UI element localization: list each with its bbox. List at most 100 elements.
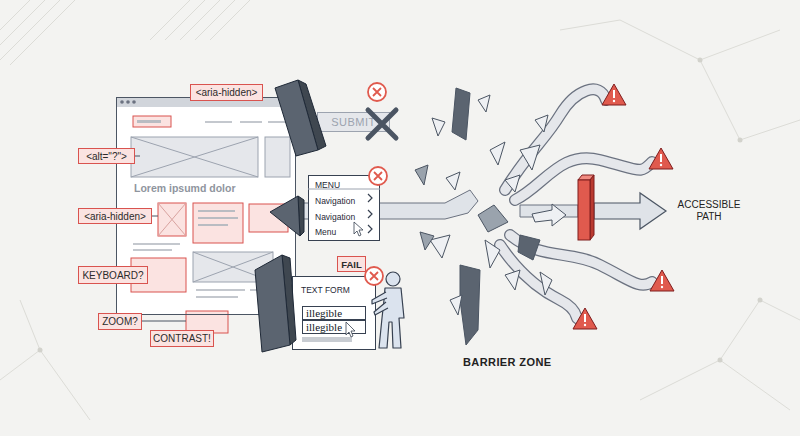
network-dot	[718, 358, 723, 363]
tag-text: <aria-hidden>	[191, 85, 262, 100]
field-text: illegible	[303, 307, 342, 319]
issue-tag: CONTRAST!	[150, 330, 214, 347]
code-tag: <aria-hidden>	[190, 84, 263, 101]
placeholder-cross	[131, 137, 258, 177]
issue-tag: KEYBOARD?	[78, 266, 148, 284]
code-tag: <aria-hidden>	[78, 208, 152, 224]
window-dot	[126, 100, 130, 104]
tag-text: KEYBOARD?	[79, 267, 147, 283]
text-block	[193, 203, 243, 243]
broken-wall	[255, 255, 290, 352]
warning-icons	[573, 84, 674, 329]
image-placeholder	[158, 203, 186, 236]
diverted-path	[500, 245, 578, 318]
dark-shard	[518, 235, 540, 260]
mid-shard	[478, 205, 508, 232]
menu-text: Navigation	[315, 212, 355, 222]
menu-text: Menu	[315, 227, 336, 237]
heading-text: Lorem ipsumd dolor	[134, 182, 236, 194]
light-shard	[505, 270, 520, 290]
field-text: illegible	[303, 321, 342, 333]
network-dot	[38, 348, 43, 353]
network-dot	[758, 298, 763, 303]
image-placeholder	[131, 137, 258, 177]
warning-triangle	[573, 308, 597, 329]
blurred-text-bar	[137, 120, 161, 123]
blurred-lines	[133, 244, 180, 250]
issue-tag: ZOOM?	[98, 313, 142, 330]
small-arrow	[532, 204, 566, 226]
nav-lines	[205, 121, 286, 123]
highlight-box	[249, 204, 288, 232]
tag-text: FAIL	[338, 257, 365, 271]
tag-text: CONTRAST!	[151, 331, 213, 346]
red-barrier	[578, 180, 590, 240]
warning-mark	[584, 324, 586, 326]
tag-text: ZOOM?	[99, 314, 141, 329]
light-shard	[446, 172, 460, 190]
error-cross	[373, 88, 381, 96]
error-circle	[368, 83, 386, 101]
person-arm	[374, 302, 388, 315]
leader-line	[142, 321, 186, 322]
light-shard	[490, 142, 505, 165]
placeholder-cross	[158, 203, 186, 236]
shards	[415, 88, 552, 345]
broken-wall	[275, 80, 318, 156]
network-dots	[38, 58, 763, 363]
network-dot	[738, 138, 743, 143]
window-dot	[120, 100, 124, 104]
button-text: SUBMIT	[318, 113, 389, 131]
hatching	[0, 0, 800, 420]
warning-mark	[661, 286, 663, 288]
light-shard	[505, 175, 520, 192]
nav-line	[205, 121, 286, 123]
warning-mark	[613, 90, 615, 98]
warning-mark	[584, 314, 586, 322]
blurred-lines	[198, 211, 238, 225]
accessible-arrow	[594, 193, 666, 229]
tag-text: <aria-hidden>	[79, 209, 151, 223]
leader-line	[152, 216, 158, 217]
side-block	[265, 137, 290, 177]
form-field: illegible	[302, 306, 366, 320]
light-shard	[485, 240, 500, 268]
warning-mark	[613, 100, 615, 102]
person-figure	[372, 272, 404, 348]
image-placeholder	[193, 252, 273, 282]
warning-mark	[661, 276, 663, 284]
blurred-lines	[196, 290, 280, 297]
hatch-lines	[0, 0, 75, 65]
light-shard	[450, 295, 462, 315]
form-field: illegible	[302, 320, 366, 334]
menu-text: Navigation	[315, 196, 355, 206]
placeholder-cross	[193, 252, 273, 282]
form-panel: TEXT FORM illegible illegible	[292, 276, 376, 350]
hatch-lines	[150, 0, 250, 40]
light-shard	[535, 115, 548, 132]
window-dot	[132, 100, 136, 104]
dark-shard	[460, 265, 480, 345]
zone-label: BARRIER ZONE	[463, 356, 552, 368]
tag-text: <alt="?">	[79, 149, 134, 163]
wall-side	[298, 196, 304, 236]
path-label: ACCESSIBLE PATH	[668, 199, 750, 223]
form-title: TEXT FORM	[301, 285, 350, 295]
light-shard	[540, 272, 552, 295]
submit-button: SUBMIT	[317, 112, 390, 132]
mid-shard	[415, 165, 428, 185]
network-dot	[698, 58, 703, 63]
light-shard	[432, 118, 445, 136]
warning-triangle	[649, 148, 673, 169]
warning-mark	[660, 164, 662, 166]
network-lines	[560, 20, 800, 410]
light-shard	[520, 145, 540, 170]
menu-panel: MENUNavigationNavigationMenu	[308, 175, 380, 241]
warning-triangle	[602, 84, 626, 105]
barrier-side	[590, 175, 594, 240]
person-body	[379, 288, 404, 348]
warning-mark	[660, 154, 662, 162]
person-head	[386, 272, 400, 286]
